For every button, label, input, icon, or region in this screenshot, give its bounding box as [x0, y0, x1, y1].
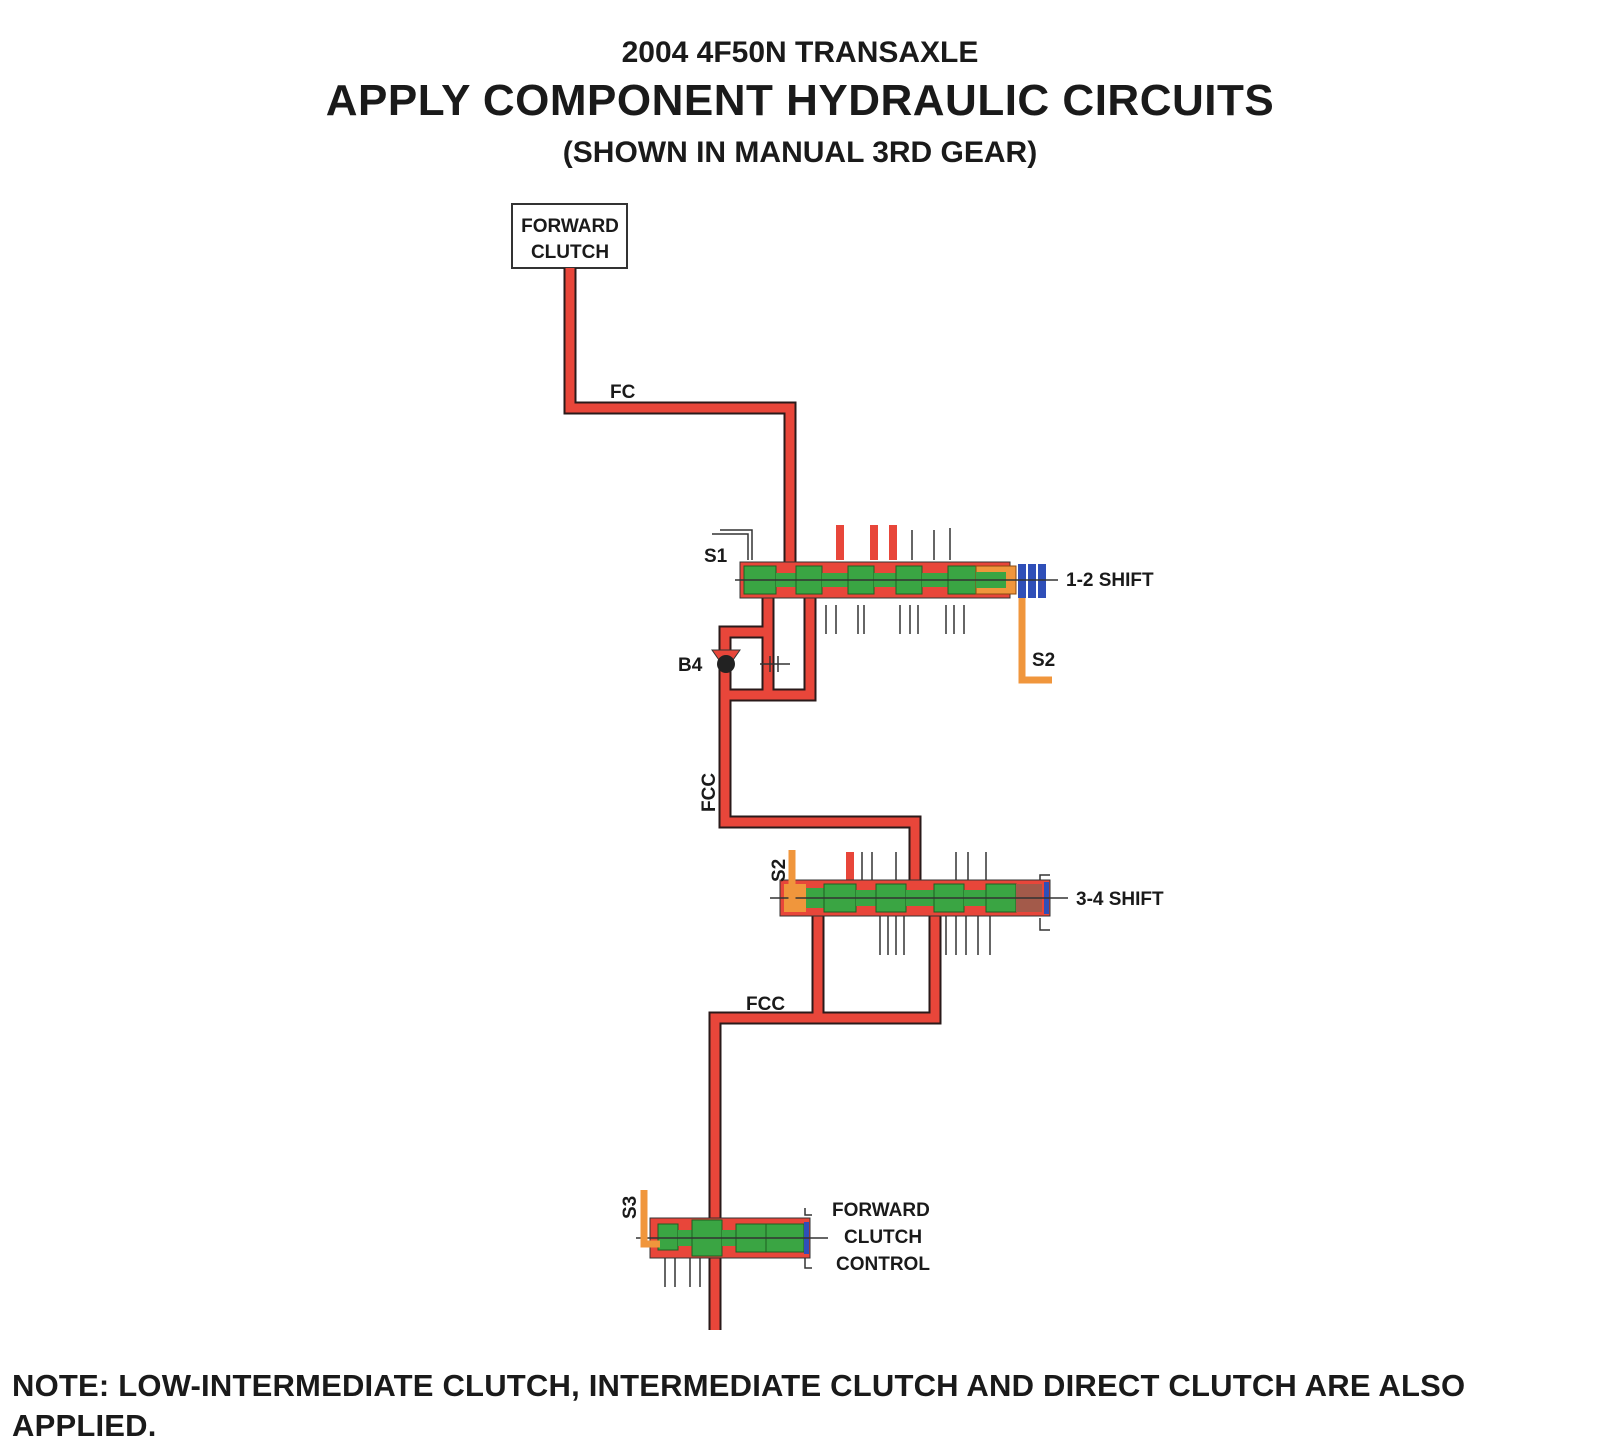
fc-circuit-fill — [565, 268, 795, 572]
forward-clutch-box — [511, 203, 628, 269]
shift-valve-1-2 — [735, 561, 1058, 599]
fcc-vertical-label: FCC — [699, 773, 720, 812]
fcc-valve-label-line3: CONTROL — [836, 1254, 930, 1275]
diagram-title-model: 2004 4F50N TRANSAXLE — [621, 36, 979, 69]
shift-valve-1-2-label: 1-2 SHIFT — [1066, 570, 1154, 591]
s2-label-lower: S2 — [769, 859, 790, 882]
forward-clutch-label-line2: CLUTCH — [531, 242, 609, 263]
fcc-valve-label-line1: FORWARD — [832, 1200, 930, 1221]
diagram-title-main: APPLY COMPONENT HYDRAULIC CIRCUITS — [325, 76, 1275, 125]
fcc-valve-label-line2: CLUTCH — [844, 1227, 922, 1248]
fc-circuit-label: FC — [610, 382, 636, 403]
b4-label: B4 — [678, 655, 703, 676]
shift-valve-3-4 — [770, 879, 1068, 917]
note-text: NOTE: LOW-INTERMEDIATE CLUTCH, INTERMEDI… — [12, 1368, 1466, 1443]
s3-signal-line — [640, 1190, 660, 1248]
s2-label-upper: S2 — [1032, 650, 1055, 671]
s3-label: S3 — [620, 1196, 641, 1219]
forward-clutch-label-line1: FORWARD — [521, 216, 619, 237]
fc-circuit — [563, 268, 797, 572]
diagram-subtitle-gear: (SHOWN IN MANUAL 3RD GEAR) — [562, 136, 1038, 169]
exhaust-port-stubs — [836, 525, 897, 882]
shift-valve-3-4-label: 3-4 SHIFT — [1076, 889, 1164, 910]
forward-clutch-control-valve — [636, 1217, 828, 1259]
fcc-horizontal-label: FCC — [746, 994, 785, 1015]
open-port-lines — [664, 528, 1050, 1287]
s2-signal-line-upper — [1018, 598, 1052, 684]
s1-label: S1 — [704, 546, 728, 567]
b4-ball-check — [711, 649, 790, 673]
